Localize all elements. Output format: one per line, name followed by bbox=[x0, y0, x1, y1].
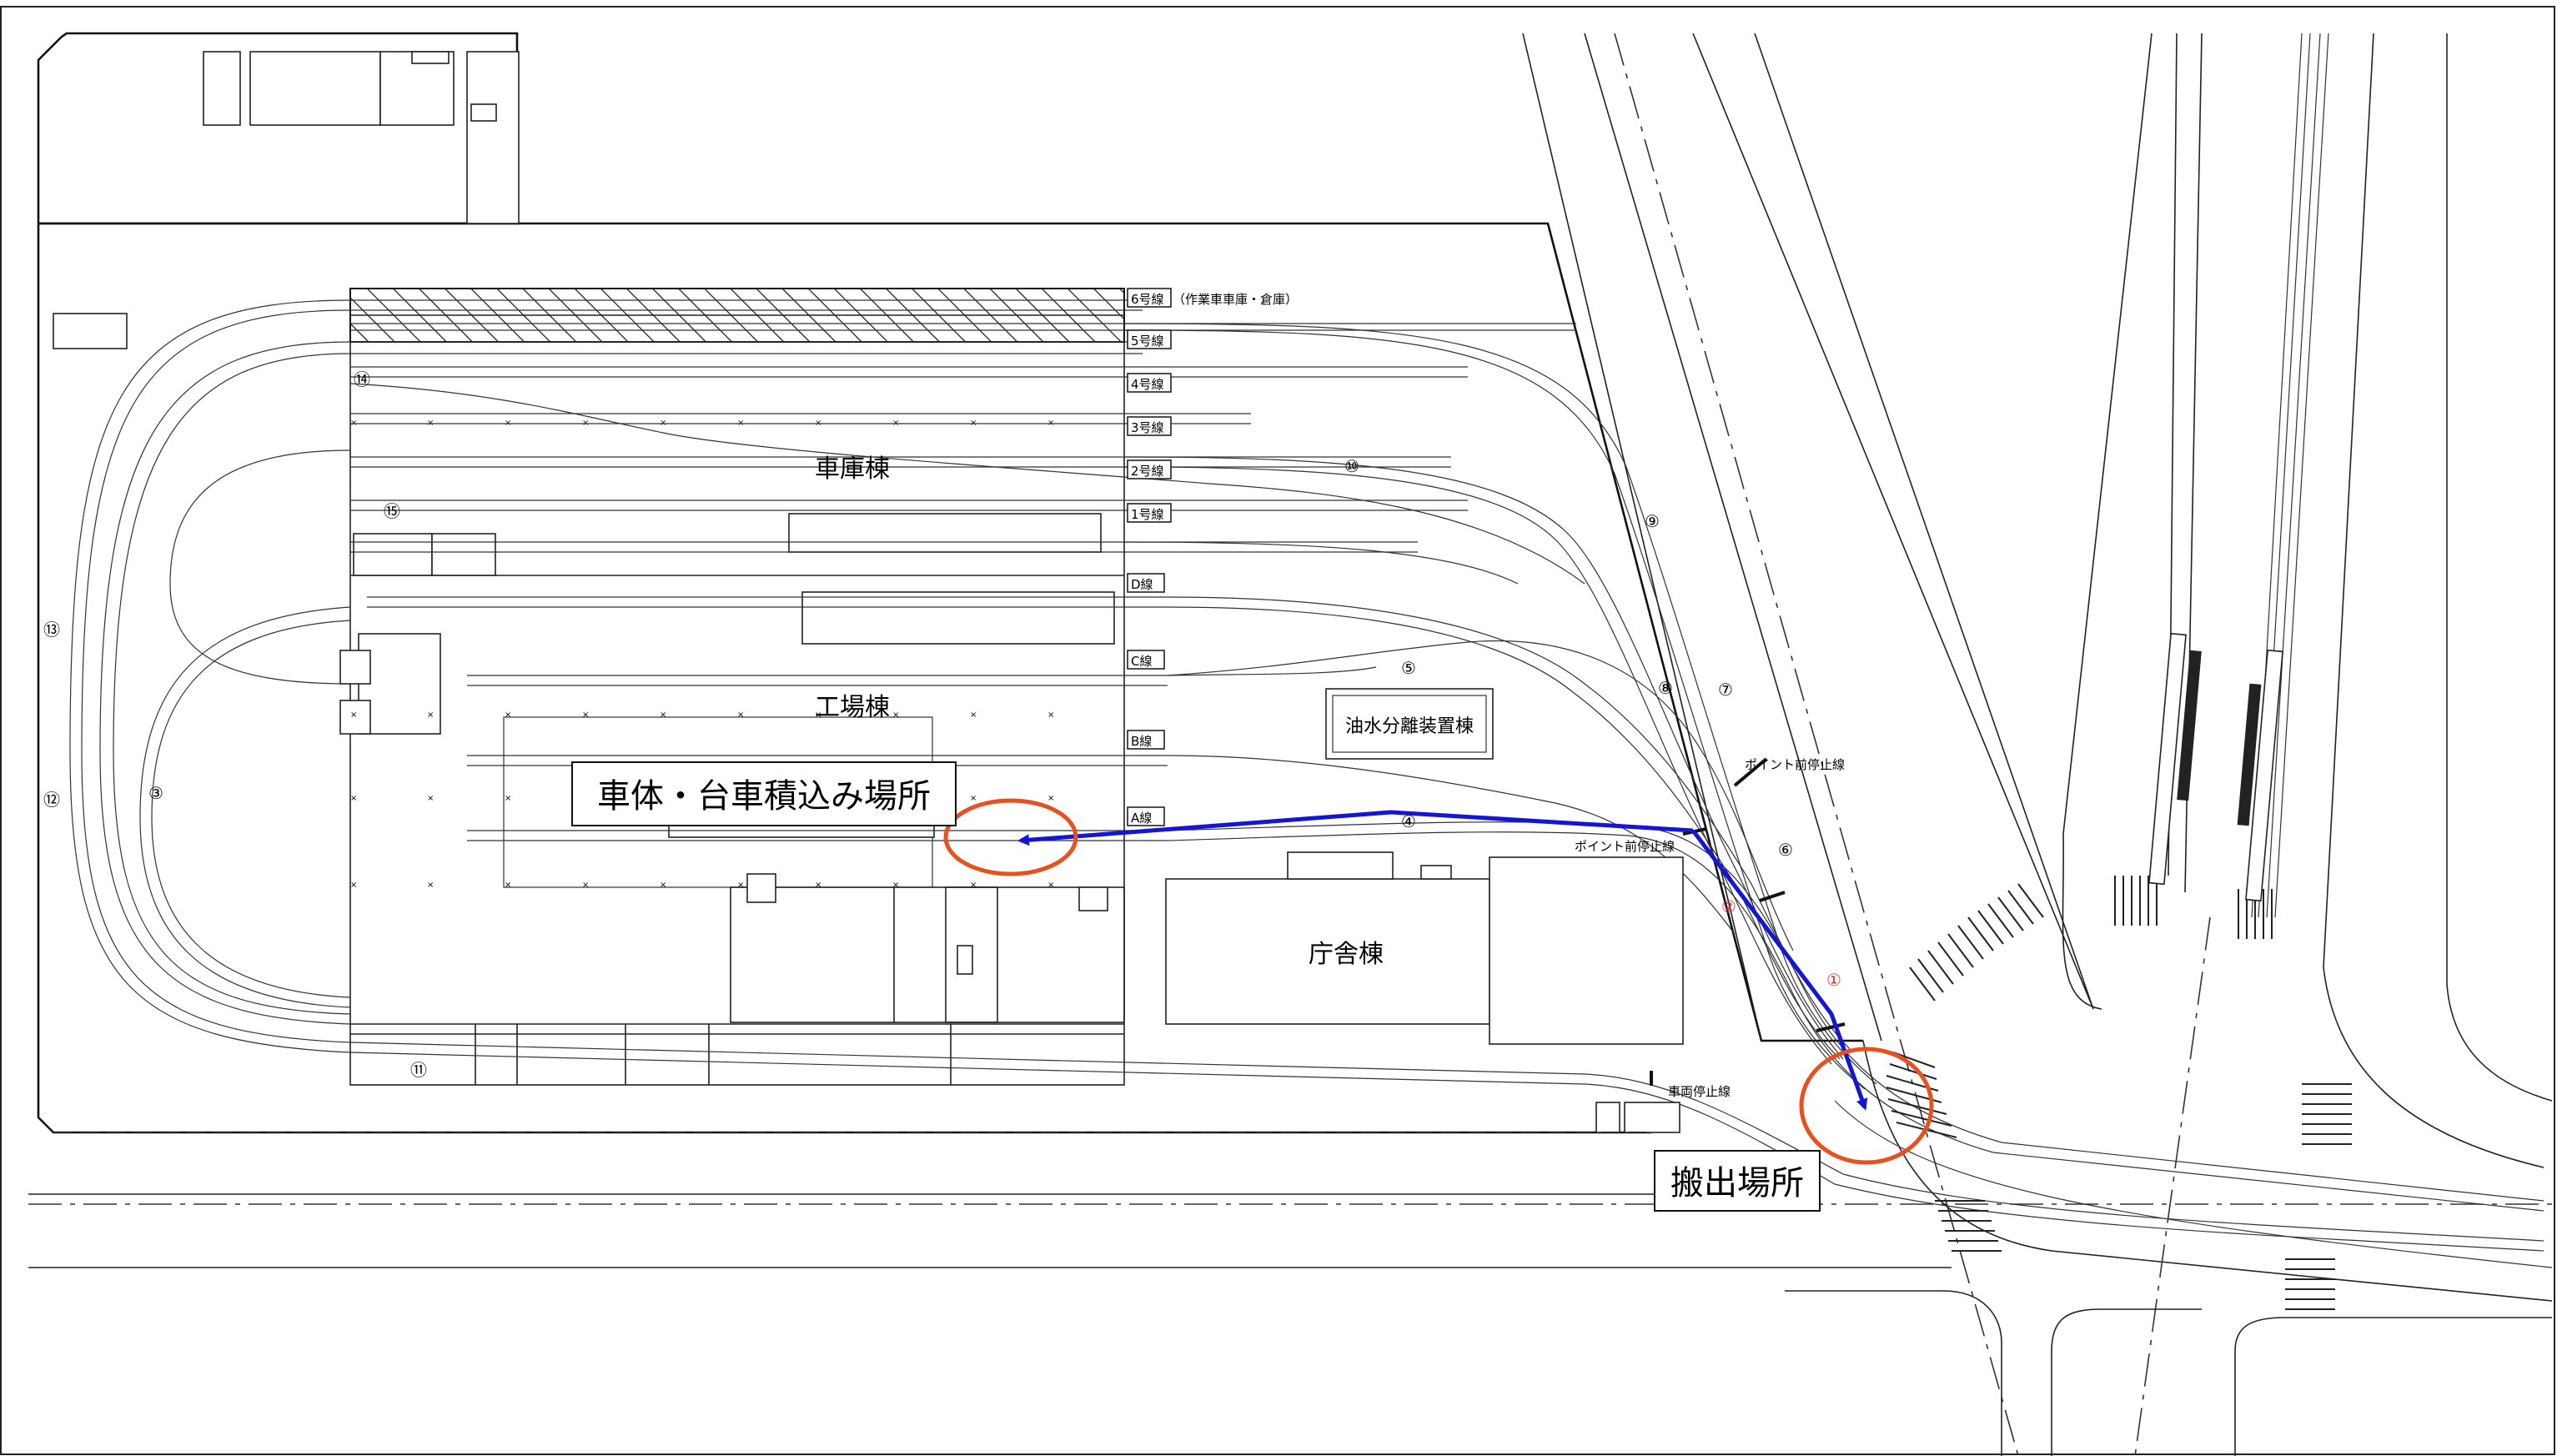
svg-text:×: × bbox=[505, 794, 511, 803]
track-number-4: ④ bbox=[1401, 811, 1416, 831]
svg-text:×: × bbox=[505, 710, 511, 720]
factory-label: 工場棟 bbox=[815, 693, 890, 722]
svg-text:×: × bbox=[970, 881, 977, 890]
svg-text:×: × bbox=[892, 710, 899, 720]
crosswalk-east bbox=[2285, 1083, 2352, 1310]
track-number-1: ① bbox=[1826, 970, 1841, 990]
svg-text:×: × bbox=[737, 710, 744, 720]
office-building bbox=[1165, 851, 1684, 1045]
oil-separator-building bbox=[1325, 688, 1494, 760]
svg-text:×: × bbox=[1047, 881, 1054, 890]
track-number-5: ⑤ bbox=[1401, 658, 1416, 678]
track-c-label: C線 bbox=[1131, 654, 1152, 669]
svg-text:×: × bbox=[427, 710, 434, 720]
track-number-13: ⑬ bbox=[43, 620, 60, 640]
svg-text:×: × bbox=[505, 881, 511, 890]
track-d-label: D線 bbox=[1131, 577, 1153, 592]
point-stop-line-label-1: ポイント前停止線 bbox=[1745, 757, 1845, 772]
office-building-label: 庁舎棟 bbox=[1309, 940, 1384, 969]
track-number-2: ② bbox=[1721, 896, 1736, 916]
road-network bbox=[28, 33, 2553, 1456]
svg-text:×: × bbox=[970, 710, 977, 720]
svg-text:×: × bbox=[582, 710, 589, 720]
track-number-7: ⑦ bbox=[1718, 680, 1733, 700]
loading-callout-text: 車体・台車積込み場所 bbox=[597, 777, 931, 816]
track-6-label: 6号線 bbox=[1131, 292, 1164, 307]
tram-right bbox=[2237, 649, 2283, 902]
oil-separator-label: 油水分離装置棟 bbox=[1345, 716, 1474, 737]
track-4-label: 4号線 bbox=[1131, 377, 1164, 392]
track-b-label: B線 bbox=[1131, 734, 1152, 749]
svg-text:×: × bbox=[815, 881, 821, 890]
track-1-label: 1号線 bbox=[1131, 507, 1164, 522]
gate-hut bbox=[1595, 1102, 1620, 1133]
carry-out-callout-text: 搬出場所 bbox=[1670, 1164, 1804, 1202]
depot-shed-label: 車庫棟 bbox=[815, 454, 890, 484]
track-labels: 6号線 （作業車車庫・倉庫） 5号線 4号線 3号線 2号線 1号線 D線 C線… bbox=[1127, 288, 1298, 826]
track-6-note: （作業車車庫・倉庫） bbox=[1173, 292, 1298, 307]
carry-out-area-highlight bbox=[1799, 1047, 1934, 1165]
svg-text:×: × bbox=[1047, 794, 1054, 803]
tram-left bbox=[2148, 632, 2202, 886]
track-5-label: 5号線 bbox=[1131, 334, 1164, 349]
svg-text:×: × bbox=[350, 881, 357, 890]
svg-text:×: × bbox=[660, 881, 666, 890]
point-stop-line-label-2: ポイント前停止線 bbox=[1575, 839, 1675, 854]
track-number-14: ⑭ bbox=[354, 369, 370, 389]
svg-text:×: × bbox=[427, 794, 434, 803]
svg-text:×: × bbox=[427, 881, 434, 890]
carry-out-callout: 搬出場所 bbox=[1654, 1150, 1821, 1212]
track-number-12: ⑫ bbox=[43, 790, 60, 810]
transport-route bbox=[1017, 810, 1868, 1111]
track-number-6: ⑥ bbox=[1778, 840, 1793, 860]
track-a-label: A線 bbox=[1131, 811, 1152, 826]
drawing-frame bbox=[0, 6, 2555, 1455]
track-3-label: 3号線 bbox=[1131, 420, 1164, 435]
depot-building: ×××××××××× ×××××××××× ×××××××××× ×××××××… bbox=[339, 288, 1125, 1086]
crosswalk-north bbox=[2114, 876, 2273, 939]
svg-text:×: × bbox=[737, 881, 744, 890]
track-number-10: ⑩ bbox=[1344, 456, 1359, 476]
svg-text:×: × bbox=[815, 710, 821, 720]
svg-text:×: × bbox=[970, 794, 977, 803]
crosswalk-west bbox=[1909, 883, 2044, 1002]
track-number-9: ⑨ bbox=[1645, 511, 1660, 531]
track-2-label: 2号線 bbox=[1131, 464, 1164, 479]
track-numbers: ⑭ ⑮ ⑬ ⑫ ③ ⑪ ⑩ ⑨ ⑤ ⑧ ⑦ ④ ⑥ ② ① bbox=[43, 369, 1841, 1080]
track-number-3: ③ bbox=[148, 783, 163, 803]
svg-text:×: × bbox=[1047, 710, 1054, 720]
loading-callout: 車体・台車積込み場所 bbox=[571, 761, 957, 826]
svg-text:×: × bbox=[892, 881, 899, 890]
track-number-8: ⑧ bbox=[1658, 678, 1673, 698]
svg-text:×: × bbox=[582, 881, 589, 890]
svg-text:×: × bbox=[350, 794, 357, 803]
svg-text:×: × bbox=[660, 710, 666, 720]
stop-lines: ポイント前停止線 ポイント前停止線 車両停止線 bbox=[1575, 757, 1846, 1099]
nw-buildings bbox=[53, 51, 520, 349]
track-number-15: ⑮ bbox=[384, 501, 400, 521]
svg-text:×: × bbox=[350, 710, 357, 720]
gate-hut bbox=[1624, 1102, 1680, 1133]
loading-area-highlight bbox=[943, 798, 1078, 876]
vehicle-stop-line-label: 車両停止線 bbox=[1668, 1084, 1731, 1099]
track-number-11: ⑪ bbox=[410, 1060, 427, 1080]
crosswalk-south bbox=[1935, 1200, 2002, 1252]
